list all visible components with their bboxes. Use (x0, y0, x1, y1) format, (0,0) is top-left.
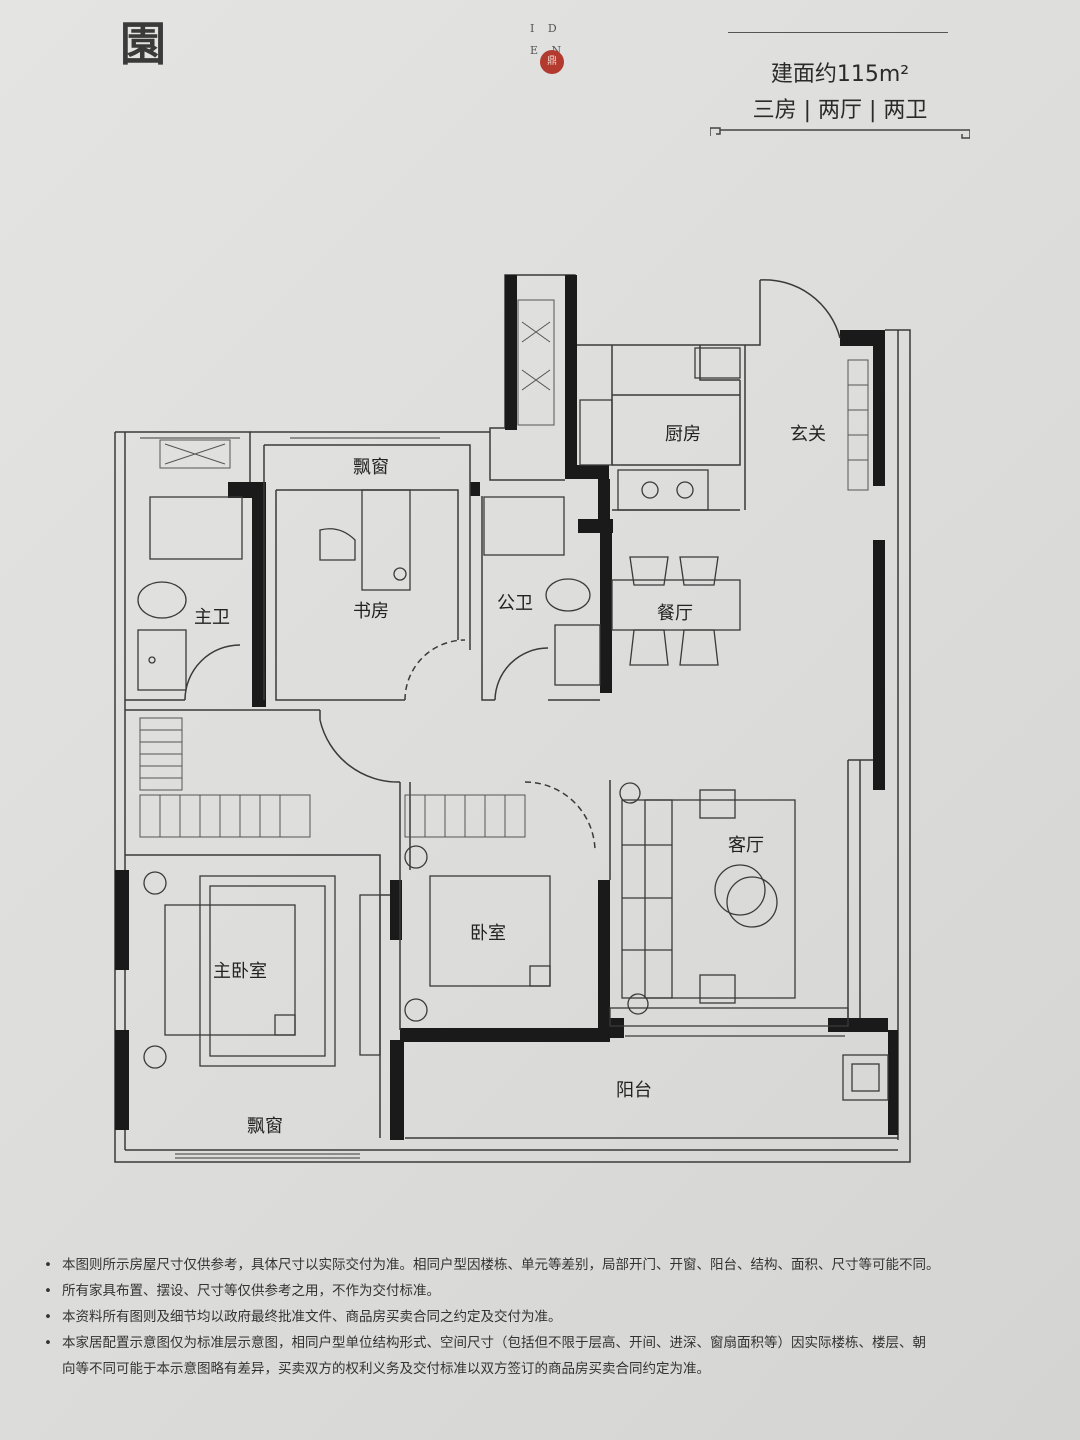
disclaimer-note: • 所有家具布置、摆设、尺寸等仅供参考之用，不作为交付标准。 (40, 1278, 1040, 1304)
note-bullet: • (44, 1283, 52, 1299)
layout-summary: 三房 | 两厅 | 两卫 (752, 98, 928, 123)
note-bullet: • (44, 1309, 52, 1325)
brand-logo-character: 園 (120, 17, 168, 71)
disclaimer-notes: • 本图则所示房屋尺寸仅供参考，具体尺寸以实际交付为准。相同户型因楼栋、单元等差别… (40, 1252, 1040, 1382)
furniture (137, 347, 889, 1101)
room-label-dining: 餐厅 (657, 603, 693, 624)
note-text: 所有家具布置、摆设、尺寸等仅供参考之用，不作为交付标准。 (62, 1283, 440, 1299)
disclaimer-note: • 本资料所有图则及细节均以政府最终批准文件、商品房买卖合同之约定及交付为准。 (40, 1304, 1040, 1330)
note-text: 本资料所有图则及细节均以政府最终批准文件、商品房买卖合同之约定及交付为准。 (62, 1309, 562, 1325)
windows (140, 431, 440, 1159)
red-seal-stamp: 鼎 (540, 50, 564, 74)
room-label-master-bedroom: 主卧室 (213, 961, 267, 982)
floor-plan (114, 274, 911, 1163)
room-label-master-bath: 主卫 (194, 607, 230, 628)
area-prefix: 建面约 (770, 62, 837, 87)
room-label-bay-window-bottom: 飘窗 (247, 1116, 283, 1137)
note-bullet: • (44, 1257, 52, 1273)
header-ornament (710, 127, 970, 139)
header-rule (728, 32, 948, 33)
building-area: 建面约115m² (730, 56, 950, 88)
room-label-bedroom: 卧室 (470, 923, 506, 944)
interior-walls (125, 345, 873, 1138)
area-value: 115m² (836, 62, 910, 87)
hatched-railings (139, 299, 869, 838)
note-text: 本家居配置示意图仅为标准层示意图，相同户型单位结构形式、空间尺寸（包括但不限于层… (62, 1335, 926, 1351)
room-label-bay-window-top: 飘窗 (353, 457, 389, 478)
disclaimer-note: • 本图则所示房屋尺寸仅供参考，具体尺寸以实际交付为准。相同户型因楼栋、单元等差别… (40, 1252, 1040, 1278)
room-label-study: 书房 (353, 601, 389, 622)
room-label-balcony: 阳台 (616, 1080, 652, 1101)
room-label-living: 客厅 (728, 835, 764, 856)
room-label-public-bath: 公卫 (497, 593, 533, 614)
disclaimer-note: • 本家居配置示意图仅为标准层示意图，相同户型单位结构形式、空间尺寸（包括但不限于… (40, 1330, 1040, 1356)
brand-letters-line-1: I D (530, 22, 562, 35)
structural-walls (115, 275, 898, 1140)
room-label-kitchen: 厨房 (665, 424, 701, 445)
disclaimer-note-continuation: 向等不同可能于本示意图略有差异，买卖双方的权利义务及交付标准以双方签订的商品房买… (62, 1361, 710, 1377)
note-text: 本图则所示房屋尺寸仅供参考，具体尺寸以实际交付为准。相同户型因楼栋、单元等差别，… (62, 1257, 940, 1273)
room-label-entrance: 玄关 (790, 424, 826, 445)
note-bullet: • (44, 1335, 52, 1351)
